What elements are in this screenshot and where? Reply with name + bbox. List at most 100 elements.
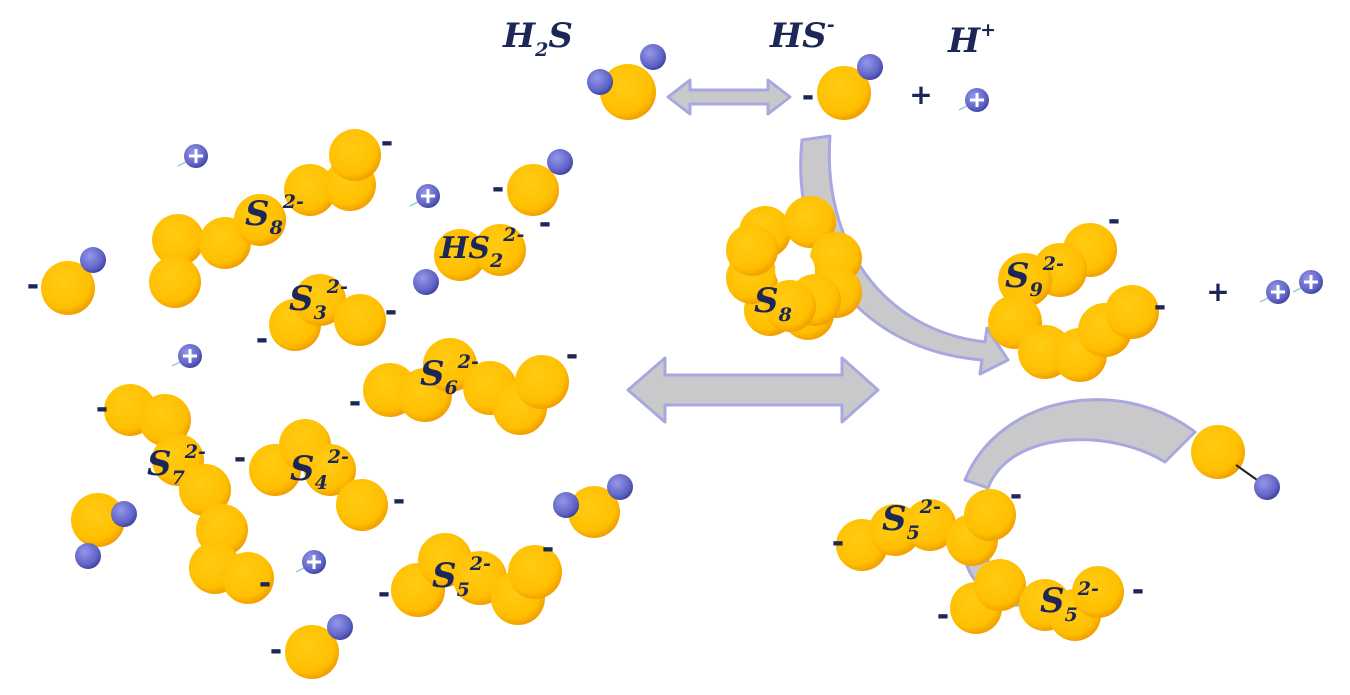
- negative-charge: -: [349, 385, 361, 420]
- sulfur-atom: [294, 274, 346, 326]
- negative-charge: -: [937, 598, 949, 633]
- hydrogen-atom: [553, 492, 579, 518]
- negative-charge: -: [542, 531, 554, 566]
- h2s-molecule: [587, 44, 666, 120]
- hydrogen-atom: [857, 54, 883, 80]
- sulfur-atom: [423, 338, 477, 392]
- negative-charge: -: [1010, 478, 1022, 513]
- proton-icon: [177, 144, 208, 168]
- sulfur-atom: [284, 164, 336, 216]
- negative-charge: -: [492, 171, 504, 206]
- negative-charge: -: [381, 125, 393, 160]
- sulfur-atom: [149, 256, 201, 308]
- negative-charge: -: [259, 566, 271, 601]
- negative-charge: -: [1154, 289, 1166, 324]
- hydrogen-atom: [547, 149, 573, 175]
- species-label-hs: HS-: [769, 14, 835, 56]
- negative-charge: -: [566, 338, 578, 373]
- sulfur-atom: [336, 479, 388, 531]
- species-label-s6: S62-: [420, 351, 479, 399]
- sulfur-atom: [434, 229, 486, 281]
- s4-dianion: [249, 419, 388, 531]
- s7-dianion-chain: [104, 384, 274, 604]
- hydrogen-atom: [640, 44, 666, 70]
- negative-charge: -: [802, 79, 814, 114]
- hydrogen-atom: [327, 614, 353, 640]
- negative-charge: -: [539, 206, 551, 241]
- proton-icon: [409, 184, 440, 208]
- sulfur-atom: [304, 444, 356, 496]
- species-label-s9: S92-: [1005, 253, 1064, 301]
- hs-ion-lower-left: [71, 493, 137, 569]
- negative-charge: -: [96, 391, 108, 426]
- sulfur-atom: [817, 66, 871, 120]
- s5-dianion-upper: [836, 489, 1016, 571]
- s8-dianion-chain: [149, 129, 381, 308]
- hydrogen-atom: [75, 543, 101, 569]
- sulfur-atom: [904, 499, 956, 551]
- proton-icon: [958, 88, 989, 112]
- sulfur-atom: [764, 280, 816, 332]
- hydrogen-atom: [80, 247, 106, 273]
- proton-icon: [171, 344, 202, 368]
- proton-icon: [1292, 270, 1323, 294]
- sulfur-atom: [726, 224, 778, 276]
- hydrogen-atom: [607, 474, 633, 500]
- sulfur-atom: [152, 214, 204, 266]
- sulfur-atom: [1105, 285, 1159, 339]
- s5-dianion-lower: [950, 559, 1124, 641]
- hydrogen-atom: [111, 501, 137, 527]
- s3-dianion: [269, 274, 386, 351]
- sulfur-atom: [179, 464, 231, 516]
- proton-icon: [1259, 280, 1290, 304]
- negative-charge: -: [1108, 203, 1120, 238]
- negative-charge: -: [27, 268, 39, 303]
- species-label-s7: S72-: [147, 441, 206, 489]
- hydrogen-atom: [587, 69, 613, 95]
- species-label-s5-upper: S52-: [882, 496, 941, 544]
- hs2-dianion: [413, 224, 526, 295]
- sulfur-atom: [507, 164, 559, 216]
- hs-ion-bottom-center: [553, 474, 633, 538]
- sulfur-atom: [515, 355, 569, 409]
- species-label-s5-lower: S52-: [1040, 578, 1099, 626]
- sulfur-atom: [508, 545, 562, 599]
- sulfur-atom: [334, 294, 386, 346]
- sulfur-atom: [71, 493, 125, 547]
- molecules-layer: [41, 44, 1323, 679]
- s5-dianion-left: [391, 533, 562, 625]
- hs-ion-top: [817, 54, 883, 120]
- sulfur-atom: [974, 559, 1026, 611]
- s8-ring-molecule: [726, 196, 862, 340]
- negative-charge: -: [832, 525, 844, 560]
- negative-charge: -: [378, 576, 390, 611]
- hs-ion-center: [507, 149, 573, 216]
- species-label-hs2: HS22-: [439, 224, 524, 272]
- plus-sign: +: [1206, 275, 1229, 308]
- sulfur-atom: [41, 261, 95, 315]
- hydrogen-atom: [1254, 474, 1280, 500]
- sulfur-atom: [1072, 566, 1124, 618]
- sulfur-atom: [329, 129, 381, 181]
- sulfur-atom: [600, 64, 656, 120]
- negative-charge: -: [256, 322, 268, 357]
- negative-charge: -: [270, 633, 282, 668]
- labels-layer: H2S-HS-+H+S8S92---+S52---S52---S82-----H…: [27, 14, 1230, 668]
- sulfur-atom: [568, 486, 620, 538]
- s6-dianion-chain: [363, 338, 569, 435]
- negative-charge: -: [234, 441, 246, 476]
- species-label-s8-ring: S8: [754, 281, 792, 326]
- sulfur-atom: [784, 196, 836, 248]
- sulfur-atom: [139, 394, 191, 446]
- sulfur-atom: [964, 489, 1016, 541]
- hs-ion-left-1: [41, 247, 106, 315]
- hs-ion-attacking: [1191, 425, 1280, 500]
- plus-sign: +: [909, 78, 932, 111]
- equilibrium-double-arrow-main: [626, 356, 880, 424]
- sulfur-atom: [474, 224, 526, 276]
- sulfur-atom: [222, 552, 274, 604]
- curved-arrow-hs-attack-s9: [963, 398, 1197, 490]
- s9-dianion-chain: [988, 223, 1159, 382]
